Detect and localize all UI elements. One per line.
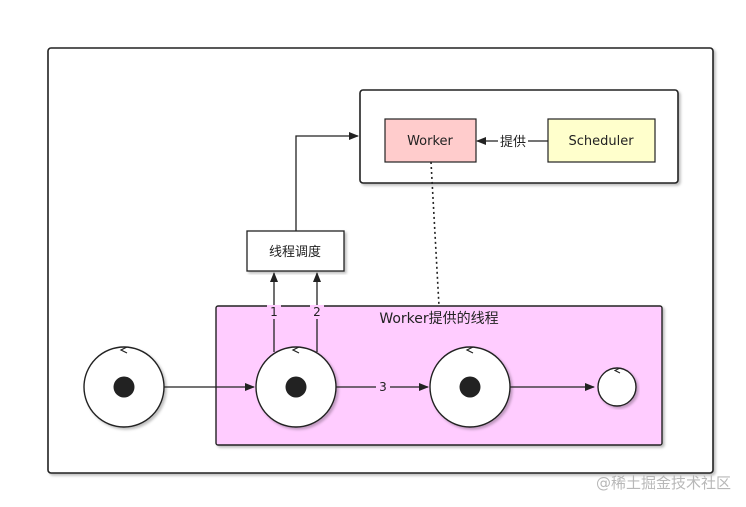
worker-box — [384, 118, 477, 163]
thread-schedule-box — [246, 230, 345, 272]
state-node-3 — [429, 346, 511, 428]
scheduler-label: Scheduler — [568, 134, 634, 149]
edge-1-label-bg — [267, 305, 281, 319]
edge-2-label-bg — [310, 305, 324, 319]
thread-schedule-label: 线程调度 — [269, 244, 321, 260]
state-dot — [285, 376, 307, 398]
edge-2-label: 2 — [313, 305, 321, 319]
schedule-to-group-arrow — [295, 132, 359, 231]
edge-3-label-bg — [376, 380, 390, 394]
watermark: @稀土掘金技术社区 — [596, 474, 731, 492]
state-node-2 — [255, 346, 337, 428]
edge-3-label: 3 — [379, 380, 387, 394]
worker-label: Worker — [407, 134, 453, 149]
provide-label: 提供 — [500, 134, 526, 150]
worker-dotted-connector — [430, 161, 440, 307]
state-node-end — [597, 367, 637, 407]
state-dot — [113, 376, 135, 398]
edge-1-label: 1 — [270, 305, 278, 319]
state-node-start — [83, 346, 165, 428]
worker-threads-label: Worker提供的线程 — [379, 311, 498, 327]
state-dot — [459, 376, 481, 398]
